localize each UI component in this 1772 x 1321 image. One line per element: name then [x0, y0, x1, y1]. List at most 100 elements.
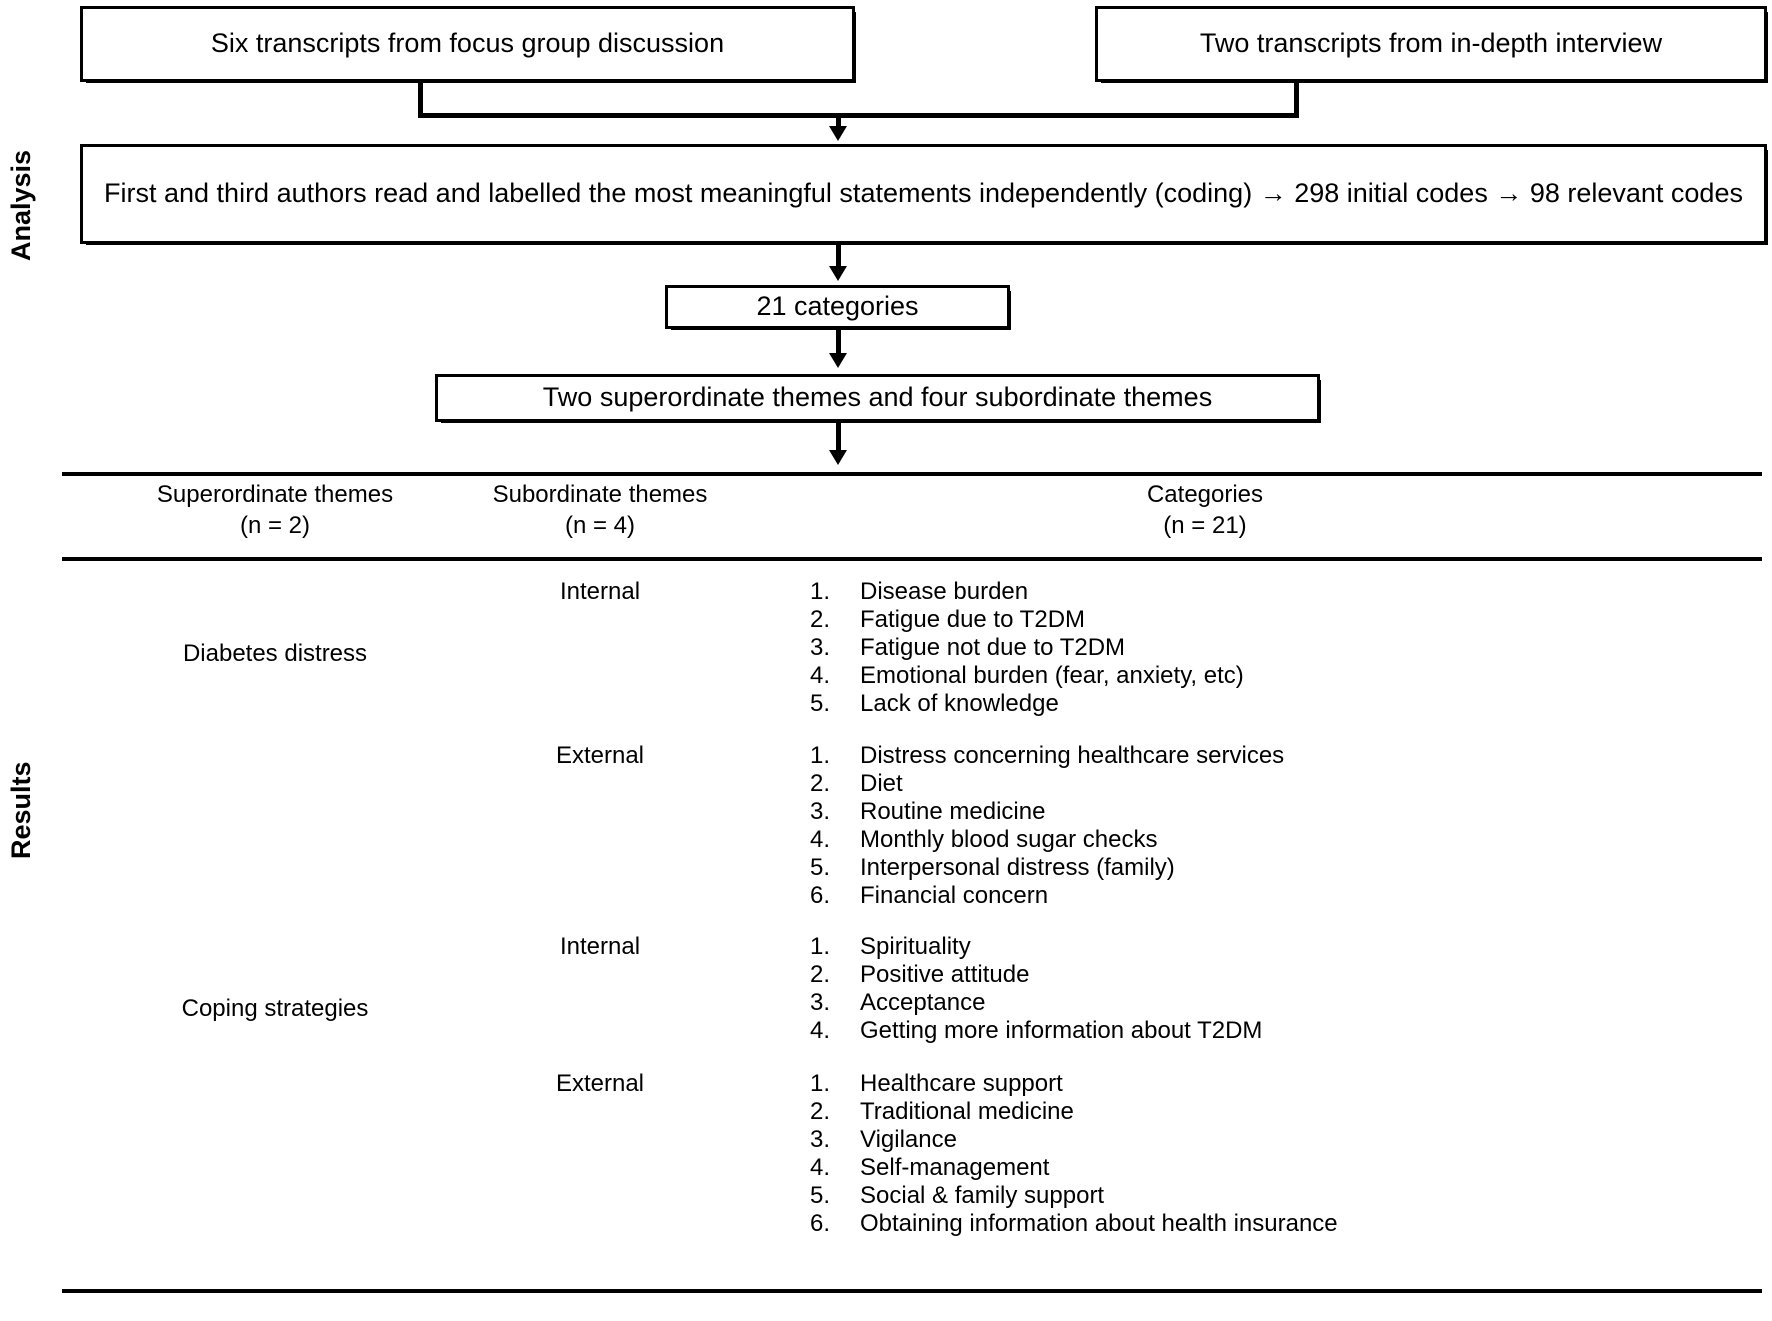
- column-header-subordinate-count: (n = 4): [564, 511, 636, 539]
- subordinate-theme-internal-coping: Internal: [559, 933, 641, 960]
- box-categories-label: 21 categories: [756, 291, 919, 322]
- column-header-categories: Categories (n = 21): [1090, 480, 1320, 541]
- category-item: 2. Positive attitude: [810, 961, 1262, 989]
- box-focus-group-label: Six transcripts from focus group discuss…: [210, 28, 725, 59]
- arrow-to-categories-box: [829, 266, 847, 281]
- category-item: 2. Diet: [810, 770, 1284, 798]
- box-themes-label: Two superordinate themes and four subord…: [542, 382, 1213, 413]
- category-item-number: 1.: [810, 742, 831, 769]
- category-item-label: Lack of knowledge: [860, 690, 1059, 718]
- category-item-number: 2.: [810, 770, 831, 798]
- column-header-superordinate: Superordinate themes (n = 2): [140, 480, 410, 541]
- category-item: 4. Emotional burden (fear, anxiety, etc): [810, 662, 1244, 690]
- connector-categories-to-themes: [836, 329, 841, 357]
- arrow-to-results-table: [829, 450, 847, 465]
- category-item: 4. Getting more information about T2DM: [810, 1017, 1262, 1045]
- category-item-number: 5.: [810, 690, 831, 718]
- category-item: 1. Distress concerning healthcare service…: [810, 742, 1284, 770]
- column-header-subordinate-title: Subordinate themes: [492, 481, 708, 508]
- arrow-to-themes-box: [829, 353, 847, 368]
- table-rule-bottom: [62, 1289, 1762, 1293]
- category-item-label: Positive attitude: [860, 961, 1030, 989]
- category-item: 3. Fatigue not due to T2DM: [810, 634, 1244, 662]
- category-list-external-distress: 1. Distress concerning healthcare service…: [810, 742, 1284, 910]
- subordinate-theme-external-coping: External: [555, 1070, 645, 1097]
- category-item: 2.Traditional medicine: [810, 1098, 1338, 1126]
- category-item: 6.Financial concern: [810, 882, 1284, 910]
- category-item-label: Disease burden: [860, 578, 1029, 605]
- category-item-label: Routine medicine: [860, 798, 1046, 826]
- category-item-label: Fatigue not due to T2DM: [860, 634, 1126, 662]
- category-item-number: 1.: [810, 933, 831, 960]
- category-item-label: Vigilance: [860, 1126, 957, 1154]
- category-item: 3. Vigilance: [810, 1126, 1338, 1154]
- box-themes-summary: Two superordinate themes and four subord…: [435, 374, 1321, 423]
- category-item-label: Monthly blood sugar checks: [860, 826, 1158, 854]
- category-item: 4. Self-management: [810, 1154, 1338, 1182]
- box-coding-label: First and third authors read and labelle…: [104, 178, 1743, 209]
- category-item: 1. Spirituality: [810, 933, 1262, 961]
- category-list-internal-coping: 1. Spirituality 2. Positive attitude 3. Accep…: [810, 933, 1262, 1045]
- category-item-label: Emotional burden (fear, anxiety, etc): [860, 662, 1244, 690]
- subordinate-theme-internal-distress: Internal: [559, 578, 641, 605]
- category-item-label: Acceptance: [860, 989, 986, 1017]
- column-header-superordinate-title: Superordinate themes: [156, 481, 394, 508]
- category-item-label: Spirituality: [860, 933, 971, 960]
- category-item: 5. Interpersonal distress (family): [810, 854, 1284, 882]
- column-header-categories-title: Categories: [1146, 481, 1264, 508]
- category-item-number: 4.: [810, 662, 831, 690]
- category-item-label: Interpersonal distress (family): [860, 854, 1175, 882]
- category-item-number: 1.: [810, 1070, 831, 1097]
- category-item-number: 3.: [810, 1126, 831, 1154]
- category-item-number: 4.: [810, 1154, 831, 1182]
- category-item: 5. Social & family support: [810, 1182, 1338, 1210]
- connector-join-bar: [418, 113, 1299, 118]
- category-item: 3. Routine medicine: [810, 798, 1284, 826]
- connector-coding-to-categories: [836, 244, 841, 270]
- connector-right-stub: [1294, 82, 1299, 117]
- category-item: 1.Disease burden: [810, 578, 1244, 606]
- category-item-label: Traditional medicine: [860, 1098, 1074, 1126]
- connector-join-drop: [836, 113, 841, 131]
- category-item-label: Financial concern: [860, 882, 1049, 910]
- category-item: 3. Acceptance: [810, 989, 1262, 1017]
- category-item-label: Healthcare support: [860, 1070, 1063, 1097]
- category-item-label: Obtaining information about health insur…: [860, 1210, 1338, 1238]
- category-item-label: Self-management: [860, 1154, 1050, 1182]
- category-item-label: Getting more information about T2DM: [860, 1017, 1263, 1045]
- category-item-label: Social & family support: [860, 1182, 1105, 1210]
- box-focus-group-transcripts: Six transcripts from focus group discuss…: [80, 6, 856, 83]
- category-item-number: 3.: [810, 989, 831, 1017]
- category-item-number: 2.: [810, 961, 831, 989]
- column-header-subordinate: Subordinate themes (n = 4): [465, 480, 735, 541]
- box-interview-label: Two transcripts from in-depth interview: [1199, 28, 1663, 59]
- arrow-to-coding-box: [829, 126, 847, 141]
- table-rule-top: [62, 472, 1762, 476]
- stage-label-analysis: Analysis: [6, 149, 36, 261]
- category-item-number: 3.: [810, 798, 831, 826]
- table-rule-header: [62, 557, 1762, 561]
- category-item-number: 4.: [810, 1017, 831, 1045]
- category-item: 6.Obtaining information about health ins…: [810, 1210, 1338, 1238]
- category-item-number: 5.: [810, 1182, 831, 1210]
- category-item-label: Fatigue due to T2DM: [860, 606, 1086, 634]
- category-item-number: 2.: [810, 606, 831, 634]
- box-interview-transcripts: Two transcripts from in-depth interview: [1095, 6, 1768, 83]
- subordinate-theme-external-distress: External: [555, 742, 645, 769]
- category-item-label: Distress concerning healthcare services: [860, 742, 1285, 769]
- category-item-number: 4.: [810, 826, 831, 854]
- category-item-number: 3.: [810, 634, 831, 662]
- box-coding-step: First and third authors read and labelle…: [80, 144, 1768, 245]
- superordinate-theme-coping-strategies: Coping strategies: [181, 995, 369, 1022]
- connector-themes-to-table: [836, 422, 841, 454]
- category-item: 1. Healthcare support: [810, 1070, 1338, 1098]
- category-item-label: Diet: [860, 770, 903, 798]
- category-item: 4. Monthly blood sugar checks: [810, 826, 1284, 854]
- category-item-number: 5.: [810, 854, 831, 882]
- column-header-superordinate-count: (n = 2): [239, 511, 311, 539]
- column-header-categories-count: (n = 21): [1163, 511, 1247, 539]
- category-item: 5. Lack of knowledge: [810, 690, 1244, 718]
